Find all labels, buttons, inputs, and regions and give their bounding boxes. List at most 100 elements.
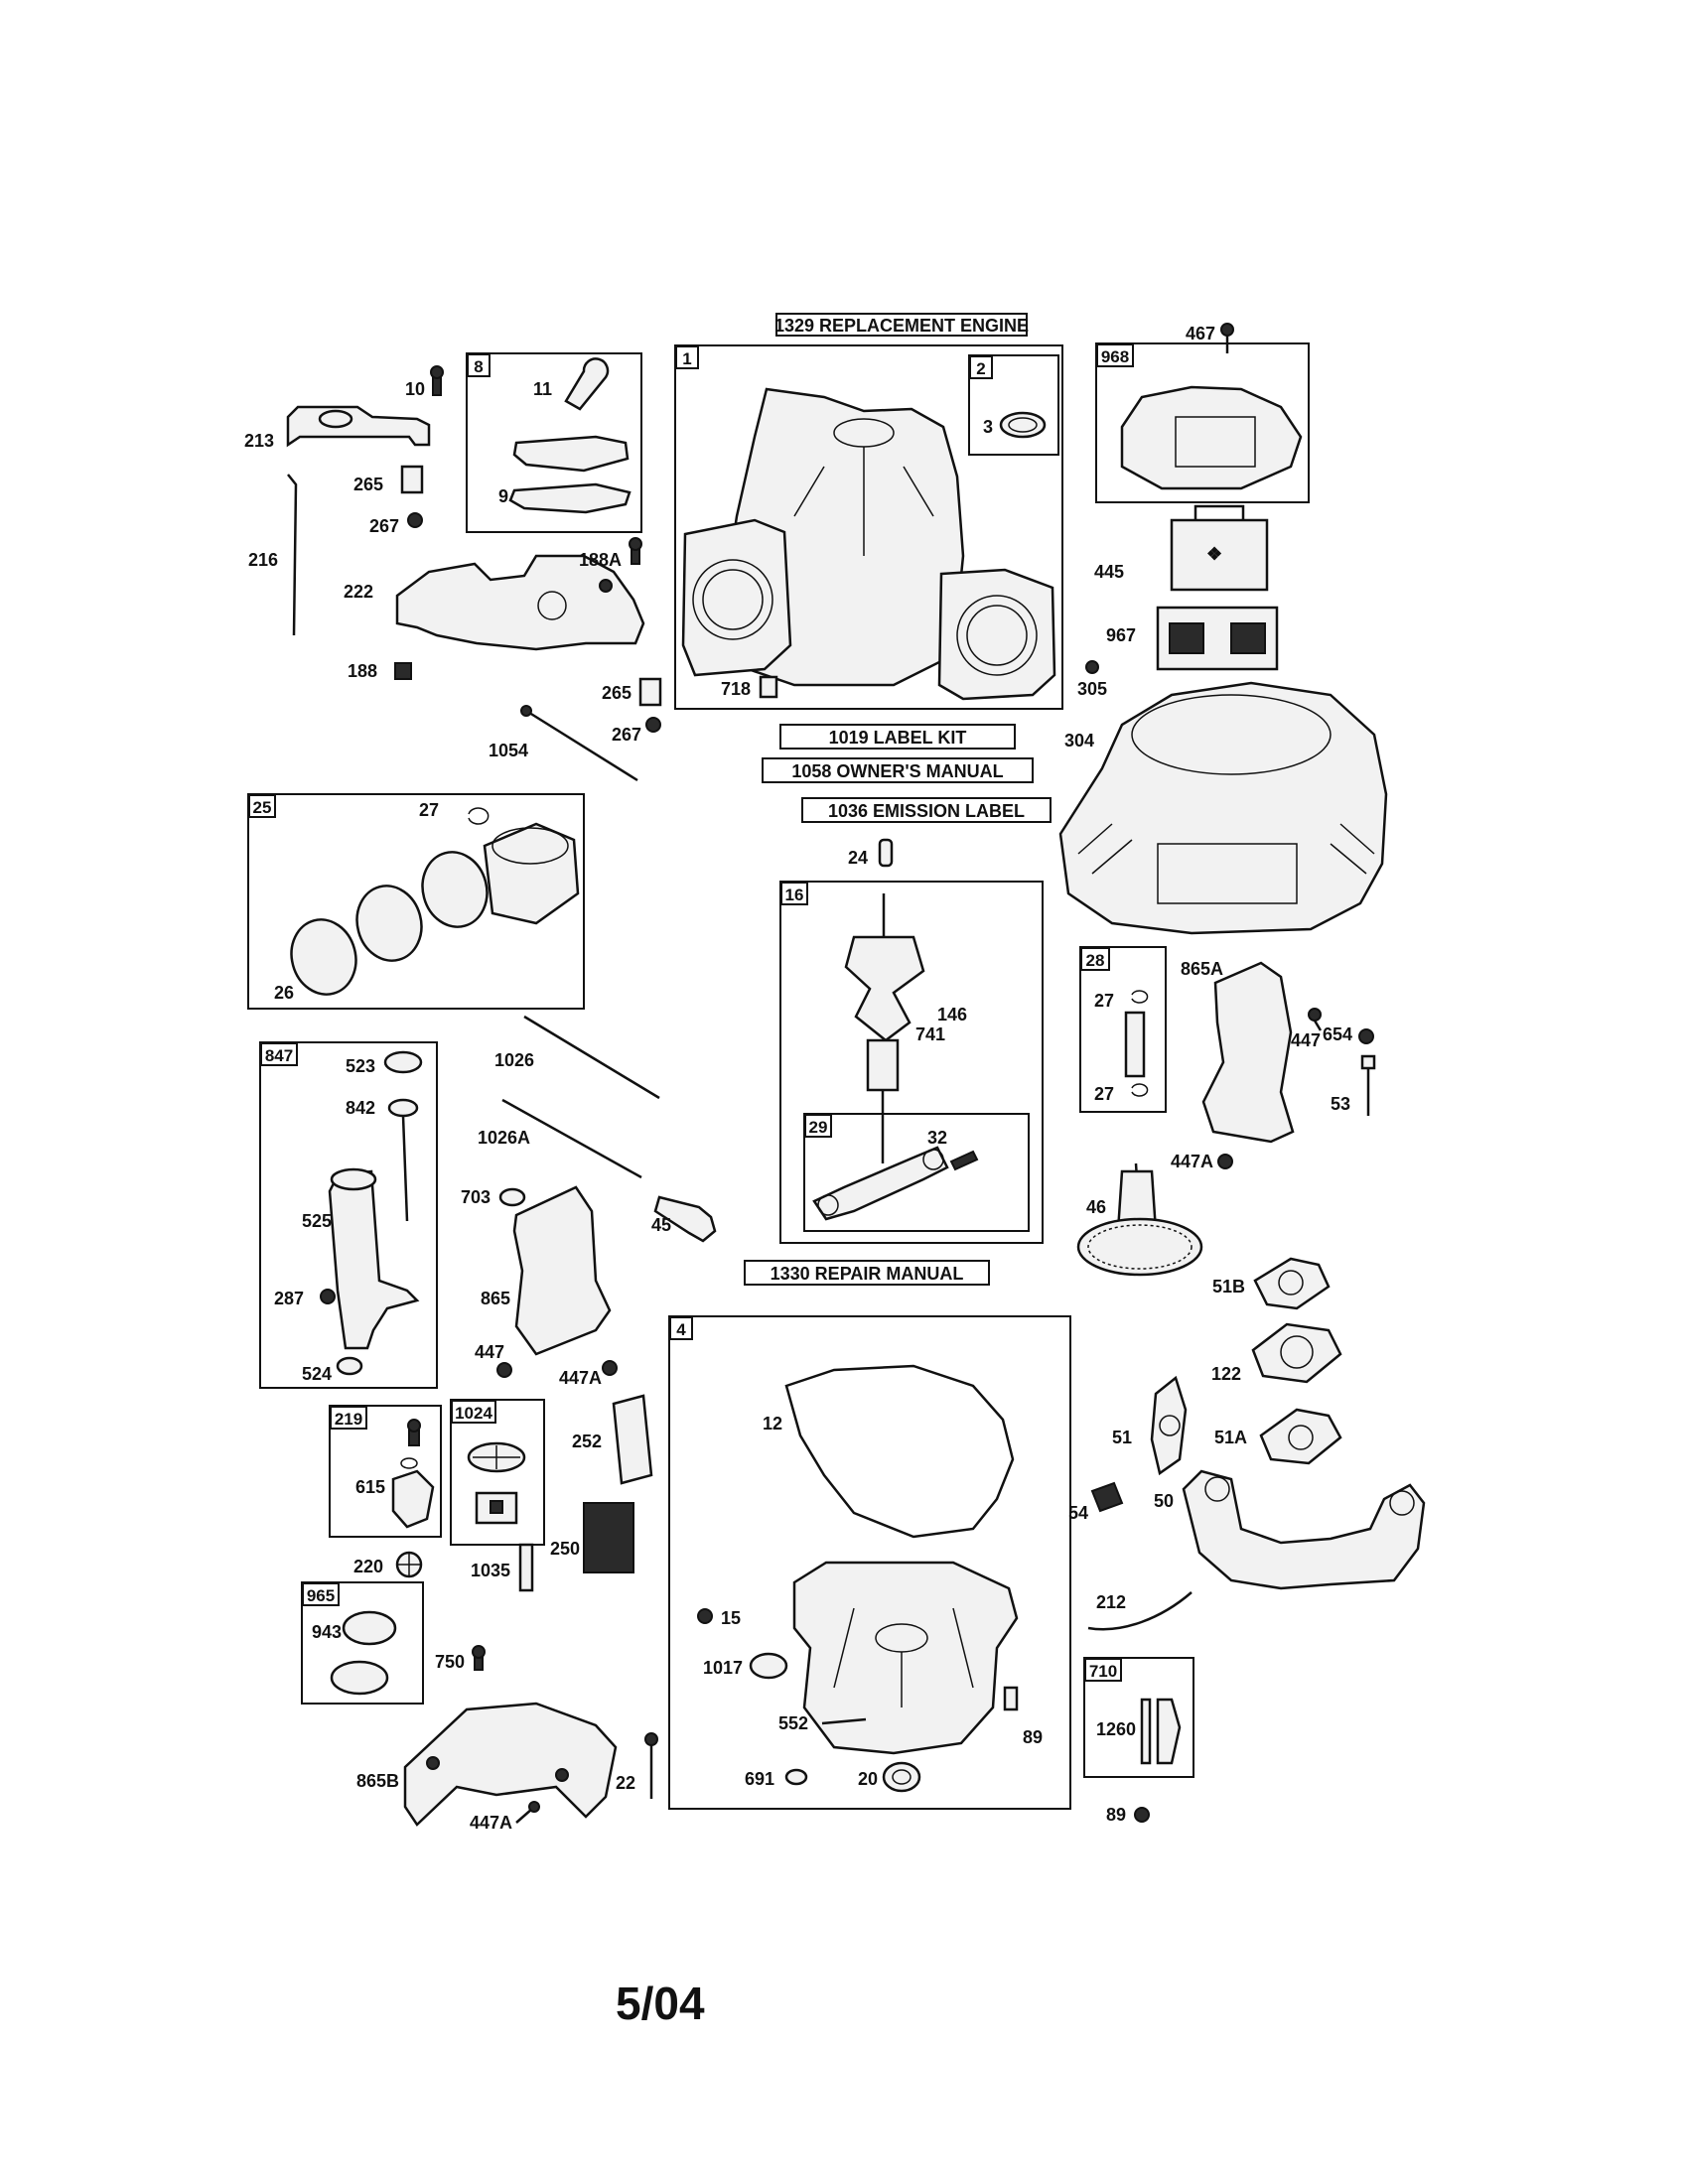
owners-manual-text: 1058 OWNER'S MANUAL	[791, 761, 1003, 781]
part-label-222: 222	[344, 582, 373, 602]
screw-287-part	[320, 1289, 336, 1304]
screw-447a-bracket-part	[602, 1360, 618, 1376]
box-968-air-cleaner-cover: 968 467	[1095, 323, 1310, 503]
left-cylinder-part	[681, 518, 792, 677]
part-label-188a: 188A	[579, 550, 622, 570]
exhaust-manifold-part	[1182, 1469, 1426, 1590]
breather-gasket-part	[508, 482, 632, 514]
part-label-1054: 1054	[489, 741, 528, 760]
part-label-467: 467	[1186, 324, 1215, 343]
screw-10-head	[430, 365, 444, 379]
part-label-32: 32	[927, 1128, 947, 1148]
part-label-1017: 1017	[703, 1658, 743, 1678]
clip-27-top-part	[1131, 990, 1149, 1004]
oil-pump-rotor-cross	[473, 1445, 520, 1469]
screw-22-group: 22	[616, 1732, 658, 1799]
baffle-865a-group: 865A 447 654 53 447A	[1171, 959, 1376, 1171]
part-label-741: 741	[915, 1024, 945, 1044]
box-label-16: 16	[785, 886, 804, 904]
part-label-865a: 865A	[1181, 959, 1223, 979]
part-label-51: 51	[1112, 1428, 1132, 1447]
manifold-port-left	[1204, 1476, 1230, 1502]
box-label-4: 4	[676, 1320, 686, 1339]
box-28-piston-pin: 28 27 27	[1079, 946, 1167, 1113]
gasket-943-part	[342, 1610, 397, 1646]
part-label-212: 212	[1096, 1592, 1126, 1612]
shield-hole-left	[426, 1756, 440, 1770]
emission-label-text: 1036 EMISSION LABEL	[828, 801, 1025, 821]
part-label-1035: 1035	[471, 1561, 510, 1580]
part-label-523: 523	[346, 1056, 375, 1076]
right-cylinder-bore-inner	[966, 605, 1028, 666]
gasket-51a-part	[1259, 1408, 1342, 1465]
part-label-213: 213	[244, 431, 274, 451]
air-filter-445-part	[1170, 518, 1269, 592]
part-label-287: 287	[274, 1289, 304, 1308]
screw-219-head	[407, 1419, 421, 1433]
leader-552	[821, 1717, 867, 1725]
pin-1035-part	[518, 1543, 534, 1592]
part-label-12: 12	[763, 1414, 782, 1433]
part-label-9: 9	[498, 486, 508, 506]
rod-big-end	[817, 1194, 839, 1216]
clip-265b-part	[638, 677, 662, 707]
repair-manual-text: 1330 REPAIR MANUAL	[771, 1264, 964, 1284]
push-rod-1026a-part	[501, 1098, 642, 1179]
governor-linkage-group: 10 213 265 267 216 222 188A 188 265 267 …	[244, 365, 662, 782]
seal-3-inner	[1008, 417, 1038, 433]
bracket-703-part	[498, 1187, 526, 1207]
owners-manual-bar: 1058 OWNER'S MANUAL	[762, 757, 1034, 783]
blower-housing-opening	[1131, 694, 1332, 775]
rod-bolt-32-part	[949, 1150, 979, 1171]
right-cylinder-part	[937, 568, 1056, 701]
part-label-447a-baffle: 447A	[1171, 1152, 1213, 1171]
gasket-51a-hole	[1288, 1425, 1314, 1450]
screen-252-part	[612, 1394, 653, 1485]
box-label-8: 8	[474, 357, 483, 376]
tie-strap-head	[520, 705, 532, 717]
blower-housing-part	[1058, 681, 1388, 935]
box-label-29: 29	[809, 1118, 828, 1137]
pin-24-part	[878, 838, 894, 868]
part-label-552: 552	[778, 1713, 808, 1733]
part-label-447a-shield: 447A	[470, 1813, 512, 1833]
push-rod-1026-part	[523, 1015, 660, 1100]
manifold-port-right	[1389, 1490, 1415, 1516]
screw-305-part	[1085, 660, 1099, 674]
part-label-447-baffle: 447	[1291, 1030, 1321, 1050]
exhaust-gasket-group: 51B 122 51 51A	[1112, 1257, 1342, 1476]
left-cylinder-bore	[692, 559, 773, 640]
governor-gear-1017-part	[749, 1652, 788, 1680]
crankcase-gasket-part	[784, 1364, 1015, 1539]
part-label-703: 703	[461, 1187, 491, 1207]
governor-rod-part	[287, 474, 298, 636]
o-ring-615-part	[400, 1457, 418, 1469]
screw-447a-part	[1217, 1154, 1233, 1169]
screw-22-head	[644, 1732, 658, 1746]
nut-654-part	[1358, 1028, 1374, 1044]
part-label-89b: 89	[1106, 1805, 1126, 1825]
box-label-710: 710	[1089, 1662, 1117, 1681]
screw-447a-shield-part	[515, 1808, 533, 1824]
camshaft-group: 46	[1076, 1162, 1203, 1277]
block-ribs	[793, 447, 934, 556]
piston-pin-part	[1124, 1011, 1146, 1078]
part-label-24: 24	[848, 848, 868, 868]
part-label-220: 220	[353, 1557, 383, 1576]
part-label-265: 265	[353, 475, 383, 494]
pre-filter-mark-left	[1169, 622, 1204, 654]
cover-965-part	[330, 1660, 389, 1696]
part-label-267b: 267	[612, 725, 641, 745]
clip-265-part	[400, 465, 424, 494]
part-label-967: 967	[1106, 625, 1136, 645]
part-label-447-bracket: 447	[475, 1342, 504, 1362]
governor-bracket-part	[286, 405, 431, 448]
part-label-305: 305	[1077, 679, 1107, 699]
exhaust-manifold-group: 50 54	[1068, 1469, 1426, 1590]
page-date: 5/04	[616, 1978, 705, 2029]
gasket-51b-part	[1253, 1257, 1331, 1310]
screw-447-bracket-part	[496, 1362, 512, 1378]
part-label-27-piston: 27	[419, 800, 439, 820]
dowel-89a-part	[1003, 1686, 1019, 1711]
lever-pivot	[537, 591, 567, 620]
